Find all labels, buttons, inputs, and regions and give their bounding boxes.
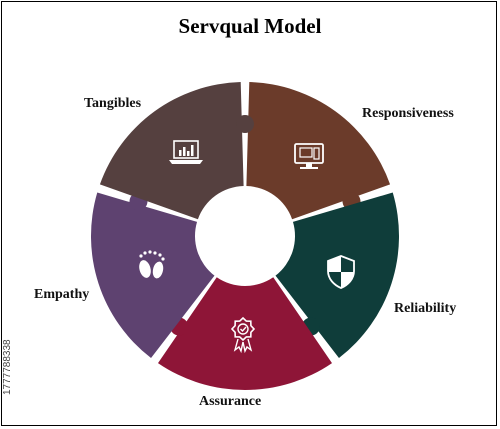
- segment-label-assurance: Assurance: [199, 394, 262, 409]
- segment-label-responsiveness: Responsiveness: [362, 106, 454, 121]
- ring-segment-reliability: [275, 192, 399, 359]
- segment-label-reliability: Reliability: [394, 301, 457, 316]
- stock-id-watermark: 1777788338: [2, 339, 13, 395]
- segment-label-empathy: Empathy: [34, 287, 90, 302]
- page-title: Servqual Model: [178, 14, 322, 38]
- segment-label-tangibles: Tangibles: [84, 96, 142, 111]
- ring-segment-tangibles: [99, 82, 244, 220]
- shield-icon: [327, 255, 355, 289]
- ring-segment-empathy: [90, 192, 215, 359]
- ring-segment-responsiveness: [246, 82, 391, 220]
- puzzle-knob-tangibles: [236, 115, 254, 133]
- computer-monitor-icon: [294, 143, 324, 169]
- footprints-icon: [139, 250, 165, 279]
- laptop-chart-icon: [169, 140, 203, 164]
- award-badge-icon: [230, 316, 256, 354]
